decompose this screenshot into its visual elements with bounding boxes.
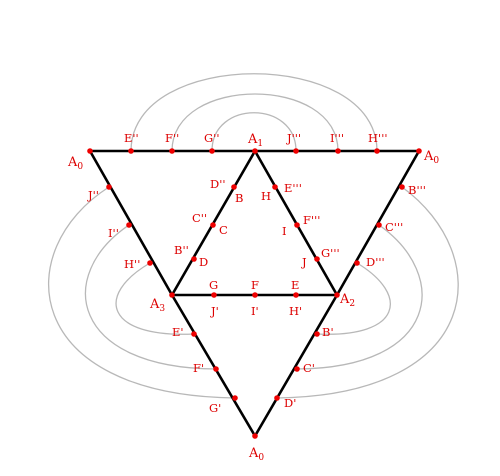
- label-f3: F''': [303, 213, 320, 227]
- arc-right-middle: [296, 224, 423, 370]
- point-c1: [294, 366, 300, 372]
- label-c: C: [219, 223, 228, 237]
- label-g2: G'': [204, 131, 220, 145]
- label-i1: I': [251, 304, 259, 318]
- point-h3: [374, 148, 380, 154]
- label-f2: F'': [165, 131, 179, 145]
- point-a0-bottom: [252, 433, 258, 439]
- point-a1: [252, 148, 258, 154]
- point-e2: [128, 148, 134, 154]
- point-f: [252, 292, 258, 298]
- label-e1: E': [172, 325, 184, 339]
- point-b1: [314, 331, 320, 337]
- label-a1: A1: [247, 132, 263, 149]
- point-a0-top-left: [87, 148, 93, 154]
- label-g1: G': [209, 401, 221, 415]
- connecting-arcs: [48, 73, 459, 399]
- point-d3: [354, 260, 360, 266]
- label-i2: I'': [108, 226, 119, 240]
- label-h1: H': [289, 304, 302, 318]
- label-a0-top-right: A0: [423, 149, 439, 166]
- arc-top-middle: [171, 93, 339, 152]
- point-e3: [272, 184, 278, 190]
- arc-top-outer: [130, 73, 378, 152]
- bottom-left-edge: [170, 293, 257, 438]
- label-c1: C': [303, 361, 315, 375]
- point-i2: [126, 222, 132, 228]
- point-f1: [213, 366, 219, 372]
- point-j3: [293, 148, 299, 154]
- label-h3: H''': [368, 131, 388, 145]
- label-b: B: [235, 191, 243, 205]
- arc-top-inner: [211, 112, 297, 152]
- label-j1: J': [210, 304, 219, 318]
- label-j2: J'': [87, 188, 99, 202]
- label-d1: D': [284, 396, 296, 410]
- point-i3: [335, 148, 341, 154]
- label-d: D: [199, 255, 208, 269]
- label-g3: G''': [321, 246, 340, 260]
- label-g: G: [209, 278, 218, 292]
- label-j3: J''': [286, 131, 301, 145]
- label-a2: A2: [339, 292, 355, 309]
- label-d2: D'': [210, 177, 226, 191]
- label-h: H: [261, 189, 271, 203]
- label-d3: D''': [366, 255, 385, 269]
- point-e: [293, 292, 299, 298]
- point-e1: [191, 331, 197, 337]
- label-a0-bottom: A0: [248, 446, 264, 463]
- point-g1: [232, 395, 238, 401]
- label-b3: B''': [408, 183, 426, 197]
- points: [87, 148, 422, 439]
- point-h2: [147, 260, 153, 266]
- point-g: [211, 292, 217, 298]
- point-d1: [274, 395, 280, 401]
- label-j: J: [301, 255, 307, 269]
- point-g2: [209, 148, 215, 154]
- label-c2: C'': [192, 211, 207, 225]
- labels: A0 A0 A0 A1 A2 A3 E'' F'' G'' J''' I''' …: [67, 131, 439, 463]
- arc-right-inner: [316, 262, 391, 335]
- point-j2: [106, 184, 112, 190]
- arc-left-inner: [115, 262, 195, 335]
- label-f: F: [251, 278, 259, 292]
- label-e3: E''': [284, 181, 302, 195]
- label-h2: H'': [124, 257, 140, 271]
- label-i3: I''': [330, 131, 344, 145]
- point-a2: [334, 292, 340, 298]
- point-d: [191, 256, 197, 262]
- label-c3: C''': [385, 220, 403, 234]
- bottom-right-edge: [253, 293, 339, 438]
- point-g3: [314, 256, 320, 262]
- label-f1: F': [193, 361, 204, 375]
- outer-left-edge: [88, 149, 174, 297]
- label-e: E: [291, 278, 299, 292]
- point-f2: [169, 148, 175, 154]
- point-c3: [376, 222, 382, 228]
- label-a0-top-left: A0: [67, 155, 83, 172]
- point-a0-top-right: [416, 148, 422, 154]
- point-a3: [169, 292, 175, 298]
- label-b1: B': [322, 325, 334, 339]
- arc-left-outer: [48, 186, 236, 399]
- arc-right-outer: [276, 186, 459, 399]
- label-e2: E'': [124, 131, 139, 145]
- arc-left-middle: [84, 224, 217, 370]
- label-i: I: [282, 224, 287, 238]
- label-a3: A3: [149, 297, 165, 314]
- label-b2: B'': [174, 243, 189, 257]
- point-b: [231, 184, 237, 190]
- point-b3: [399, 184, 405, 190]
- point-c: [210, 222, 216, 228]
- point-f3: [294, 222, 300, 228]
